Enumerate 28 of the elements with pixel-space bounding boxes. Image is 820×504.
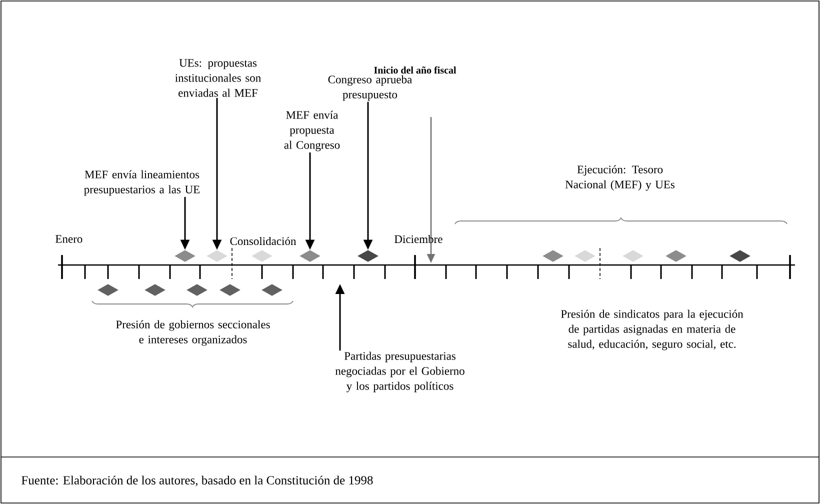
heading: Inicio del año fiscal: [374, 66, 456, 74]
diamond-marker: [262, 284, 282, 296]
diamond-marker: [666, 250, 686, 262]
phase-label: Consolidación: [230, 236, 296, 246]
diamond-marker: [252, 250, 272, 262]
month-label: Enero: [56, 235, 82, 243]
diamond-marker: [186, 284, 208, 296]
diamond-marker: [542, 250, 564, 262]
event-text: MEF envía propuesta al Congreso: [284, 110, 340, 152]
diamond-marker: [206, 250, 228, 262]
diamond-marker: [300, 250, 320, 262]
diamond-marker: [574, 250, 596, 262]
event-text: UEs: propuestas institucionales son enviadas al MEF: [175, 59, 261, 97]
diamond-marker: [144, 284, 166, 296]
diamond-marker: [622, 250, 644, 262]
month-label: Diciembre: [394, 234, 442, 244]
phase-label: Ejecución: Tesoro Nacional (MEF) y UEs: [565, 165, 675, 191]
event-text: Partidas presupuestarias negociadas por el Gobierno y los partidos políticos: [335, 352, 464, 392]
event-text: MEF envía lineamientos presupuestarios a las UE: [84, 170, 200, 196]
diamond-marker: [220, 284, 240, 296]
brace-label: Presión de gobiernos seccionales e intereses organizados: [116, 320, 270, 346]
diamond-marker: [730, 250, 750, 262]
diamond-marker: [174, 250, 196, 262]
diamond-marker: [358, 250, 378, 262]
event-text: Congreso aprueba presupuesto: [328, 75, 412, 101]
diamond-marker: [98, 284, 118, 296]
caption: Fuente: Elaboración de los autores, basado en la Constitución de 1998: [22, 476, 373, 486]
brace-label: Presión de sindicatos para la ejecución de partidas asignadas en materia de salud, educación, seguro social, etc.: [561, 310, 744, 350]
